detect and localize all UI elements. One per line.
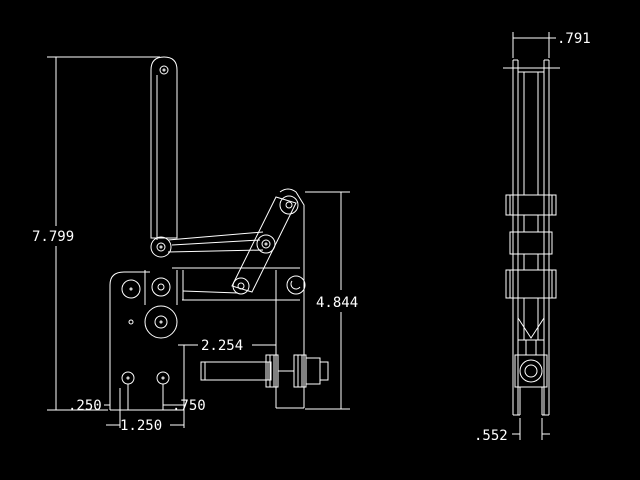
side-view-dimensions: 7.799 4.844 2.254 .250 .750 bbox=[32, 56, 358, 434]
toggle-link bbox=[231, 188, 305, 293]
dim-mount-height: 4.844 bbox=[305, 191, 358, 410]
dim-label-hole-offset: .750 bbox=[172, 398, 206, 414]
dim-label-mount-height: 4.844 bbox=[316, 295, 358, 311]
handle-pivot bbox=[150, 236, 172, 258]
handle bbox=[150, 56, 178, 240]
end-view-handle bbox=[512, 59, 550, 415]
end-view bbox=[505, 59, 557, 416]
dim-base-width: .552 bbox=[474, 418, 550, 444]
dim-hole-offsets: .250 .750 bbox=[68, 384, 206, 428]
dim-label-top-width: .791 bbox=[557, 31, 591, 47]
upper-link bbox=[167, 231, 264, 253]
vertical-post bbox=[275, 240, 305, 409]
base-body bbox=[109, 270, 185, 411]
side-view bbox=[109, 56, 329, 411]
dim-label-overall-height: 7.799 bbox=[32, 229, 74, 245]
end-view-plunger bbox=[513, 317, 549, 416]
horizontal-arm bbox=[172, 267, 306, 301]
end-view-dimensions: .791 .552 bbox=[474, 31, 591, 444]
dim-label-base-width: .552 bbox=[474, 428, 508, 444]
dim-hole-spacing: 1.250 bbox=[106, 418, 184, 434]
dim-label-hole-spacing: 1.250 bbox=[120, 418, 162, 434]
dim-label-plunger-offset: 2.254 bbox=[201, 338, 243, 354]
dim-overall-height: 7.799 bbox=[32, 56, 160, 411]
end-view-pins bbox=[505, 194, 557, 340]
dim-label-left-edge: .250 bbox=[68, 398, 102, 414]
dim-plunger-offset: 2.254 bbox=[178, 338, 276, 354]
dim-top-width: .791 bbox=[503, 31, 591, 69]
plunger-assembly bbox=[200, 354, 329, 388]
